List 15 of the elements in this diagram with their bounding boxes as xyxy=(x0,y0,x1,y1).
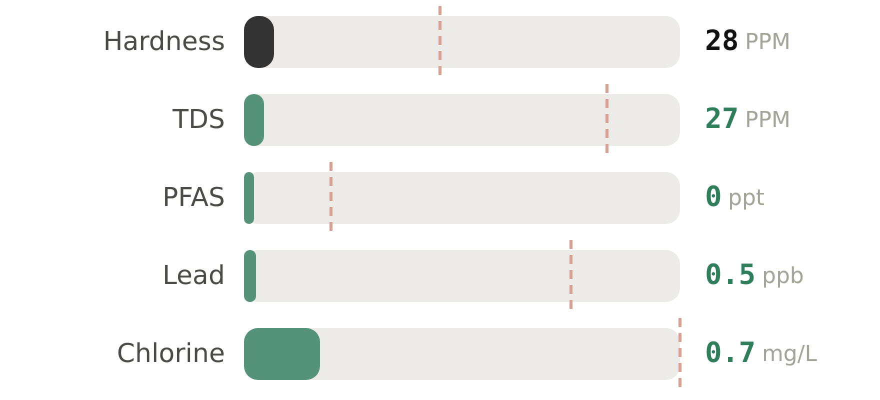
reading-value: 28 xyxy=(705,25,739,57)
row-label: Hardness xyxy=(103,27,225,57)
unit-label: ppt xyxy=(728,185,765,213)
unit-label: ppb xyxy=(762,263,804,291)
reading-value: 0.5 xyxy=(705,259,756,291)
unit-label: mg/L xyxy=(762,341,818,369)
row-label: Lead xyxy=(162,261,225,291)
reading-value: 0.7 xyxy=(705,337,756,369)
reading-value: 27 xyxy=(705,103,739,135)
row-label: TDS xyxy=(172,105,225,135)
unit-label: PPM xyxy=(745,29,791,57)
row-label: Chlorine xyxy=(116,339,225,369)
row-label: PFAS xyxy=(162,183,225,213)
unit-label: PPM xyxy=(745,107,791,135)
reading-value: 0 xyxy=(705,181,722,213)
